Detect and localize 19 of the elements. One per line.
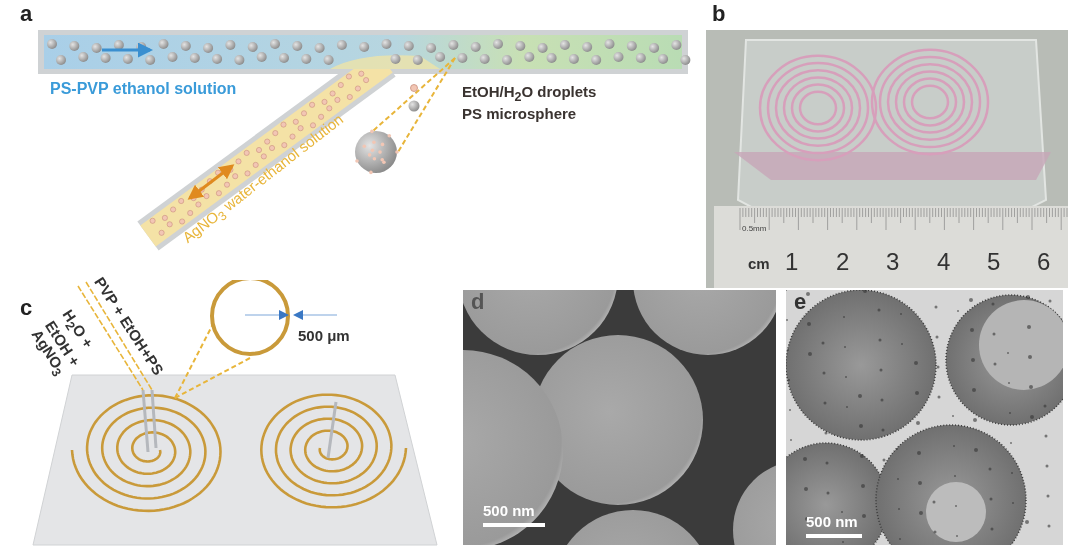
panel-label: a bbox=[20, 2, 33, 27]
legend-text: EtOH/H$_{2}$O droplets bbox=[462, 84, 597, 105]
channel-label: PS-PVP ethanol solution bbox=[50, 80, 237, 98]
ruler-number: 4 bbox=[937, 249, 951, 276]
ruler-number: 5 bbox=[987, 249, 1001, 276]
legend-text: PS microsphere bbox=[462, 106, 577, 123]
panel-label: d bbox=[471, 290, 485, 315]
panel-label: b bbox=[712, 2, 726, 27]
ruler-number: 1 bbox=[785, 249, 799, 276]
panel-label: e bbox=[794, 290, 807, 315]
dimension-label: 500 μm bbox=[298, 328, 350, 345]
ruler-number: 6 bbox=[1037, 249, 1051, 276]
scale-bar-label: 500 nm bbox=[483, 503, 535, 520]
ruler-unit: cm bbox=[748, 256, 770, 273]
scale-bar-label: 500 nm bbox=[806, 514, 858, 531]
ruler-marking: 0.5mm bbox=[742, 225, 767, 234]
panel-label: c bbox=[20, 296, 33, 321]
ruler-number: 3 bbox=[886, 249, 900, 276]
ruler-number: 2 bbox=[836, 249, 850, 276]
